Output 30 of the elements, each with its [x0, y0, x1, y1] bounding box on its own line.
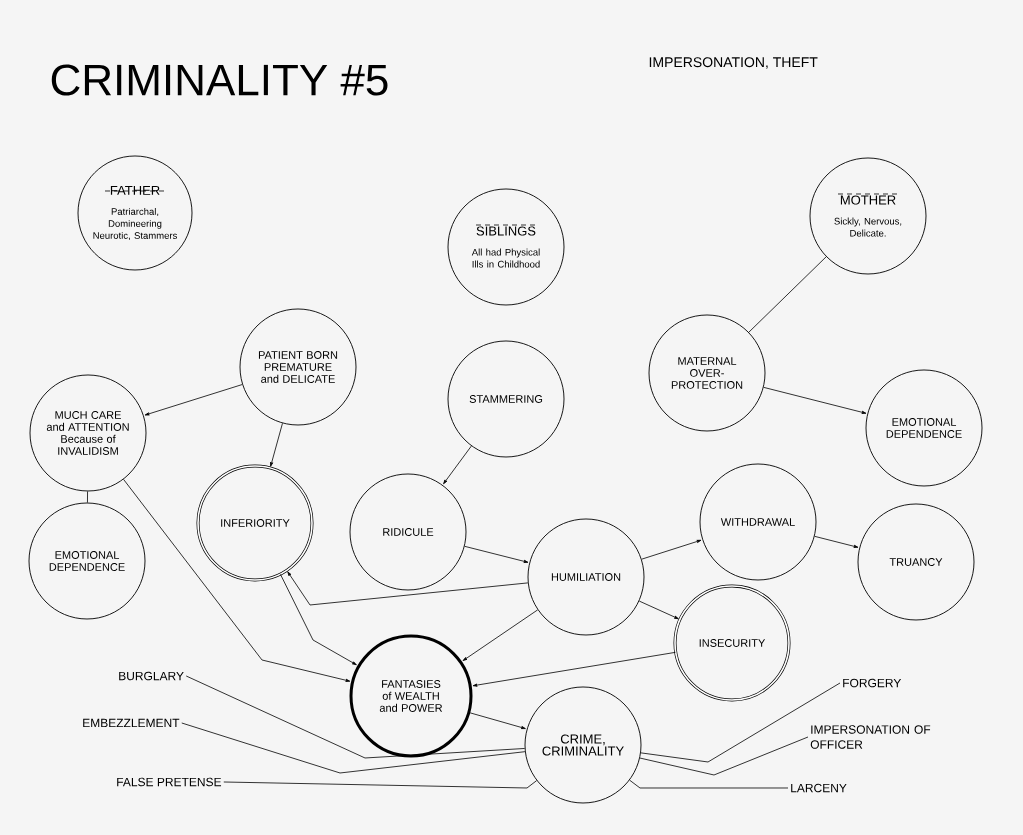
connector-line: [181, 722, 526, 774]
title: CRIMINALITY #5: [51, 64, 388, 96]
arrow: [123, 479, 351, 682]
subtitle: IMPERSONATION, THEFT: [649, 57, 818, 69]
arrow: [144, 384, 243, 416]
crime-type-label: IMPERSONATION OF OFFICER: [810, 725, 931, 749]
connector-line: [748, 256, 827, 333]
arrow: [472, 651, 676, 687]
crime-type-label: EMBEZZLEMENT: [83, 718, 180, 728]
arrow: [763, 386, 867, 414]
arrow: [462, 609, 539, 661]
arrow: [464, 545, 529, 563]
connector-line: [640, 682, 841, 763]
crime-type-label: FALSE PRETENSE: [117, 777, 222, 787]
arrow: [270, 422, 283, 467]
arrow: [469, 712, 526, 729]
arrow: [287, 571, 529, 606]
crime-type-label: LARCENY: [791, 783, 847, 793]
connector-line: [87, 491, 88, 503]
crime-type-label: BURGLARY: [119, 671, 184, 681]
crime-type-label: FORGERY: [843, 678, 902, 688]
connector-line: [185, 675, 526, 759]
arrow: [638, 600, 679, 620]
connector-line: [223, 780, 538, 789]
connector-line: [639, 736, 809, 776]
arrow: [443, 445, 472, 485]
connector-line: [629, 779, 789, 789]
arrow: [814, 535, 859, 548]
arrow: [641, 539, 702, 560]
arrow: [280, 574, 357, 666]
